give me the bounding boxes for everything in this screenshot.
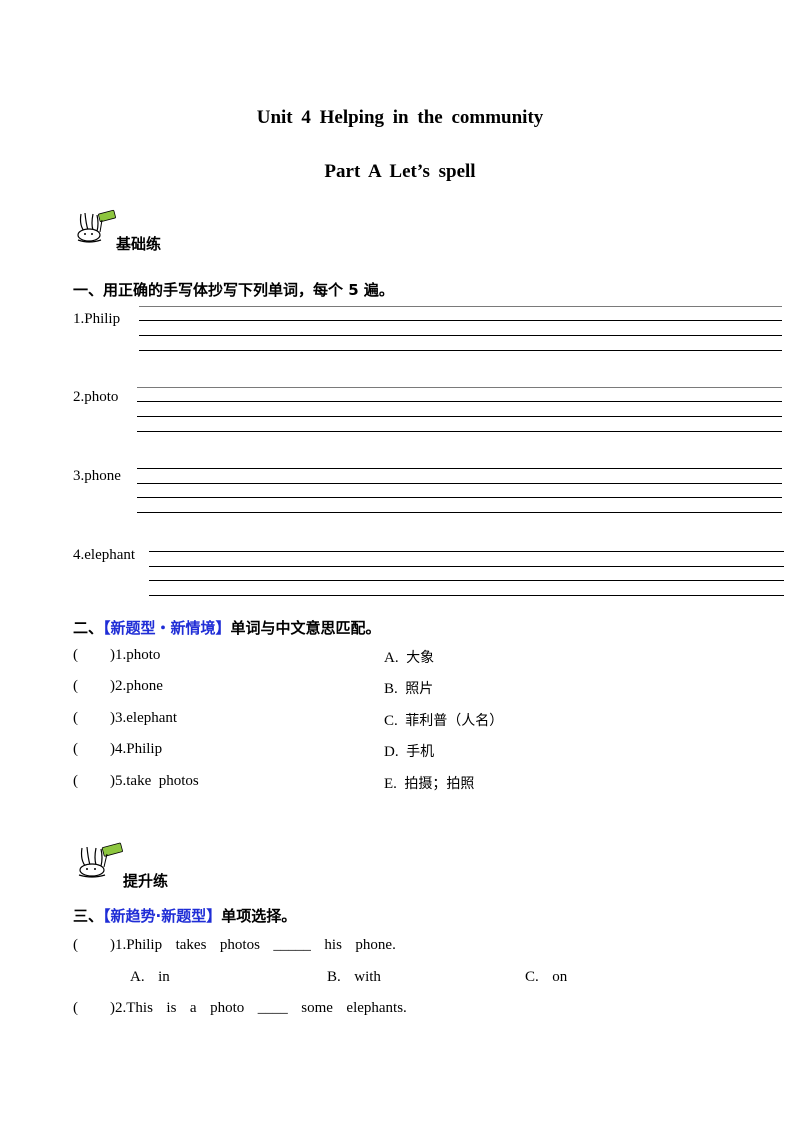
word-label-elephant: 4.elephant [73, 547, 136, 563]
unit-title: Unit 4 Helping in the community [256, 107, 544, 128]
question-2-text: )2.This is a photo ____ some elephants. [110, 1000, 407, 1016]
option-letter: C. [384, 713, 398, 729]
writing-line [137, 416, 782, 417]
part-subtitle: Part A Let’s spell [324, 161, 476, 182]
word-label-philip: 1.Philip [73, 311, 121, 327]
option-text: 大象 [406, 650, 435, 666]
choice-b[interactable]: B. with [327, 969, 381, 985]
match-word: )3.elephant [110, 710, 178, 726]
section3-prefix: 三、 [73, 907, 104, 925]
option-letter: E. [384, 776, 397, 792]
writing-line [139, 320, 782, 321]
match-paren[interactable]: ( [73, 741, 78, 757]
match-word: )1.photo [110, 647, 161, 663]
match-paren[interactable]: ( [73, 647, 78, 663]
question-1-text: )1.Philip takes photos _____ his phone. [110, 937, 396, 953]
section2-tag: 【新题型・新情境】 [103, 619, 231, 637]
match-paren[interactable]: ( [73, 678, 78, 694]
writing-line [149, 551, 784, 552]
level-advanced-label: 提升练 [123, 872, 169, 890]
section2-suffix: 单词与中文意思匹配。 [230, 619, 381, 637]
question-paren[interactable]: ( [73, 1000, 78, 1016]
writing-line [137, 483, 782, 484]
writing-line [137, 512, 782, 513]
word-label-photo: 2.photo [73, 389, 119, 405]
writing-line [149, 580, 784, 581]
writing-line [139, 306, 782, 307]
section2-heading: 二、【新题型・新情境】单词与中文意思匹配。 [73, 617, 381, 638]
match-option: A. 大象 [384, 647, 434, 667]
writing-line [137, 497, 782, 498]
writing-line [137, 468, 782, 469]
match-paren[interactable]: ( [73, 710, 78, 726]
question-paren[interactable]: ( [73, 937, 78, 953]
section1-heading: 一、用正确的手写体抄写下列单词，每个 5 遍。 [73, 281, 394, 299]
match-option: C. 菲利普（人名） [384, 710, 503, 730]
match-word: )4.Philip [110, 741, 163, 757]
writing-line [139, 335, 782, 336]
option-text: 拍摄；拍照 [404, 776, 475, 792]
writing-line [137, 401, 782, 402]
choice-c[interactable]: C. on [525, 969, 568, 985]
writing-line [137, 387, 782, 388]
match-paren[interactable]: ( [73, 773, 78, 789]
writing-line [149, 595, 784, 596]
level-basic-label: 基础练 [116, 235, 162, 253]
option-text: 手机 [406, 744, 435, 760]
option-letter: B. [384, 681, 398, 697]
option-text: 菲利普（人名） [405, 713, 504, 729]
writing-line [139, 350, 782, 351]
match-option: D. 手机 [384, 741, 434, 761]
match-word: )5.take photos [110, 773, 199, 789]
word-label-phone: 3.phone [73, 468, 121, 484]
section2-prefix: 二、 [73, 619, 104, 637]
choice-a[interactable]: A. in [130, 969, 170, 985]
bunny-icon [78, 842, 123, 878]
option-letter: D. [384, 744, 399, 760]
match-option: B. 照片 [384, 678, 433, 698]
writing-line [137, 431, 782, 432]
section3-suffix: 单项选择。 [221, 907, 297, 925]
match-word: )2.phone [110, 678, 163, 694]
section3-tag: 【新趋势·新题型】 [103, 907, 222, 925]
option-letter: A. [384, 650, 399, 666]
section3-heading: 三、【新趋势·新题型】单项选择。 [73, 905, 296, 926]
writing-line [149, 566, 784, 567]
option-text: 照片 [405, 681, 434, 697]
match-option: E. 拍摄；拍照 [384, 773, 474, 793]
bunny-icon [77, 209, 116, 243]
